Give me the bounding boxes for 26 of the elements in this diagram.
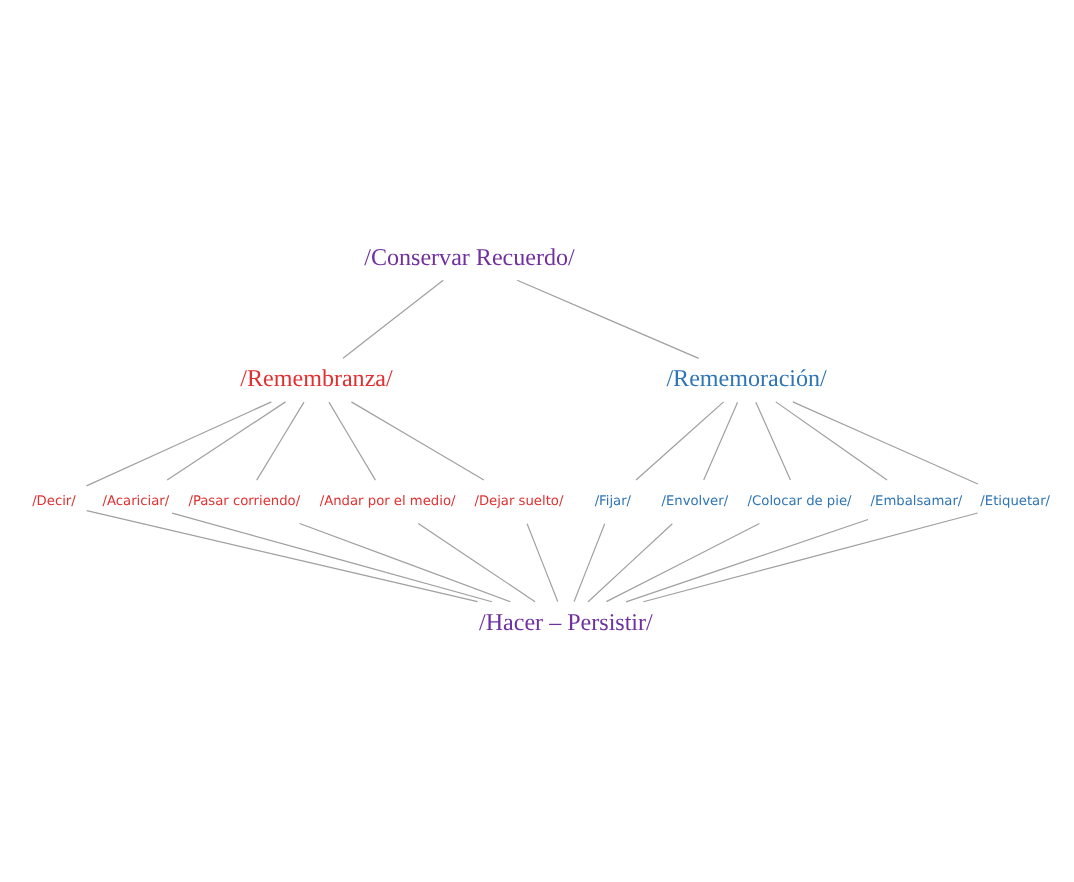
connector: [85, 401, 272, 487]
node-text: /Rememoración/: [666, 364, 827, 393]
connector: [792, 401, 979, 485]
node-text: /Conservar Recuerdo/: [364, 242, 575, 271]
connector: [328, 401, 376, 481]
connector: [703, 401, 739, 481]
connector: [298, 522, 511, 603]
connector: [350, 401, 485, 481]
connector: [573, 523, 606, 603]
node-text: /Hacer – Persistir/: [479, 607, 653, 636]
connector: [625, 518, 869, 603]
connector: [86, 510, 479, 603]
connector: [587, 523, 673, 603]
connector: [171, 512, 493, 603]
connector: [516, 279, 700, 359]
node-text: /Remembranza/: [240, 364, 393, 393]
connector: [256, 401, 305, 481]
connector: [605, 522, 761, 603]
connector: [775, 401, 888, 481]
connector: [342, 279, 444, 359]
connector: [635, 401, 725, 481]
connector: [755, 401, 792, 481]
connector: [642, 512, 979, 603]
connector: [166, 401, 287, 481]
connector: [526, 523, 559, 603]
connector: [417, 522, 536, 603]
